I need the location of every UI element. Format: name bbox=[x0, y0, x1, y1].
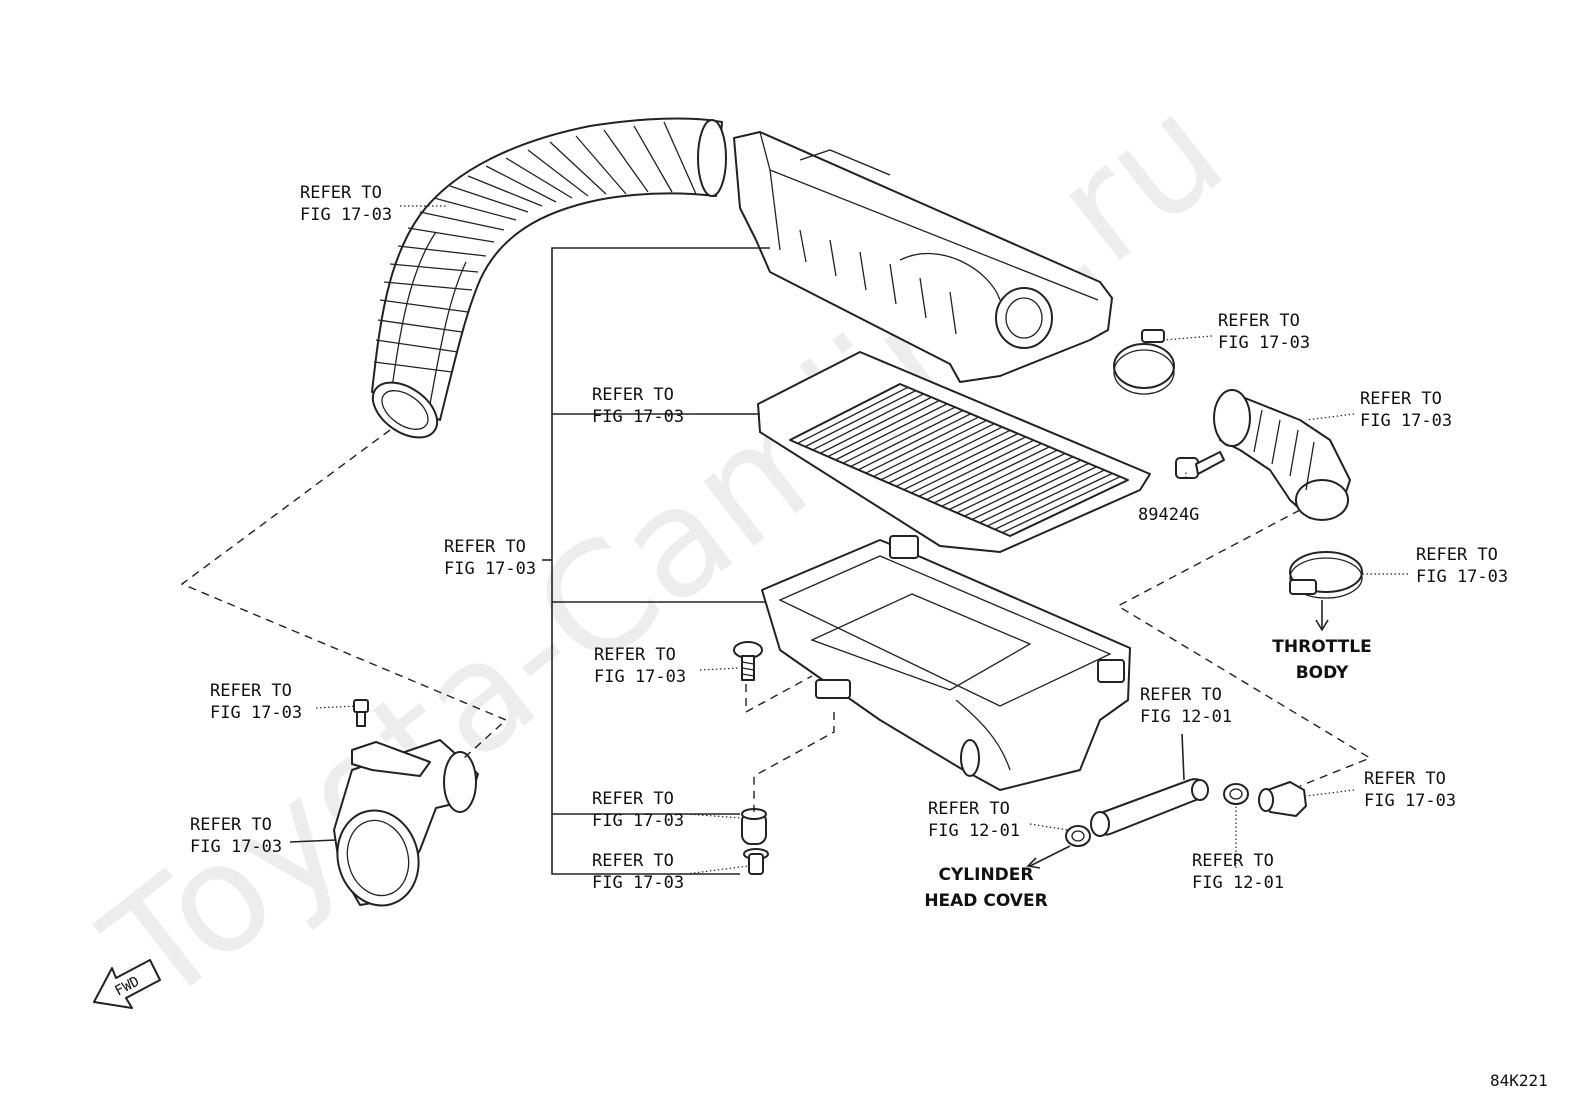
air-flow-meter-hose[interactable] bbox=[1213, 389, 1351, 521]
air-filter-element[interactable] bbox=[757, 351, 1151, 553]
fwd-arrow-icon: FWD bbox=[93, 959, 161, 1009]
collar[interactable] bbox=[743, 848, 769, 875]
ventilation-hose[interactable] bbox=[1090, 778, 1209, 837]
intake-air-temp-sensor[interactable] bbox=[1175, 451, 1225, 479]
throttle-arrow bbox=[1315, 600, 1329, 632]
bolt-inlet[interactable] bbox=[353, 699, 369, 727]
leader-lines bbox=[289, 205, 1408, 875]
pcv-elbow[interactable] bbox=[1258, 781, 1307, 817]
hose-clip-right[interactable] bbox=[1223, 783, 1249, 805]
air-cleaner-cap[interactable] bbox=[733, 131, 1113, 383]
cylinder-arrow bbox=[1026, 845, 1071, 869]
dashed-relations bbox=[180, 429, 1372, 812]
air-cleaner-inlet[interactable] bbox=[327, 739, 479, 915]
part-number-89424G[interactable]: 89424G bbox=[1138, 505, 1199, 525]
figure-code: 84K221 bbox=[1490, 1071, 1548, 1090]
intake-hose[interactable] bbox=[363, 117, 727, 449]
assembly-bracket bbox=[542, 247, 770, 875]
hose-clamp-lower[interactable] bbox=[1289, 551, 1363, 599]
hose-clip-left[interactable] bbox=[1065, 825, 1091, 847]
air-cleaner-case[interactable] bbox=[761, 535, 1131, 791]
grommet[interactable] bbox=[741, 808, 767, 845]
bolt-case[interactable] bbox=[733, 641, 763, 681]
hose-clamp-upper[interactable] bbox=[1113, 329, 1175, 395]
